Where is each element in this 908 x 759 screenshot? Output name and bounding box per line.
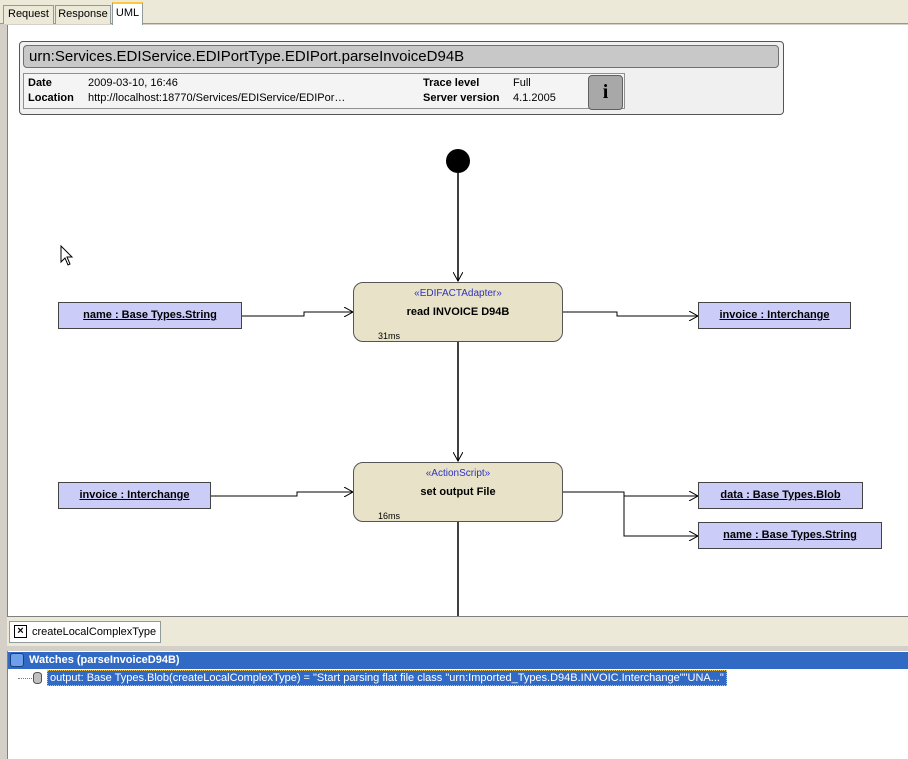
watches-header[interactable]: Watches (parseInvoiceD94B) [8, 652, 908, 669]
object-invoice-output[interactable]: invoice : Interchange [698, 302, 851, 329]
tree-connector [18, 678, 32, 679]
activity-name: set output File [420, 486, 496, 498]
object-name-string-output[interactable]: name : Base Types.String [698, 522, 882, 549]
activity-stereotype: «EDIFACTAdapter» [414, 288, 502, 299]
variable-icon [33, 672, 42, 684]
server-version-label: Server version [423, 92, 500, 104]
activity-set-output-file[interactable]: «ActionScript» set output File 16ms [353, 462, 563, 522]
diagram-edges [211, 173, 908, 616]
bottom-tab-bar: × createLocalComplexType [7, 616, 908, 646]
activity-duration: 16ms [378, 511, 401, 521]
tab-uml[interactable]: UML [112, 2, 143, 25]
date-label: Date [28, 77, 52, 89]
watches-title: Watches (parseInvoiceD94B) [29, 654, 180, 666]
trace-level-label: Trace level [423, 77, 480, 89]
service-title: urn:Services.EDIService.EDIPortType.EDIP… [23, 45, 779, 68]
object-name-string-input[interactable]: name : Base Types.String [58, 302, 242, 329]
trace-level-value: Full [513, 77, 531, 89]
tab-response[interactable]: Response [55, 5, 111, 24]
location-label: Location [28, 92, 74, 104]
watches-icon [10, 653, 24, 667]
info-icon[interactable]: i [588, 75, 623, 110]
object-data-blob-output[interactable]: data : Base Types.Blob [698, 482, 863, 509]
tab-request[interactable]: Request [3, 5, 54, 24]
object-invoice-input[interactable]: invoice : Interchange [58, 482, 211, 509]
activity-name: read INVOICE D94B [406, 306, 510, 318]
object-flow-out1 [563, 312, 698, 316]
mouse-cursor-icon [60, 245, 74, 266]
tab-bar: Request Response UML [0, 0, 908, 25]
server-version-value: 4.1.2005 [513, 92, 556, 104]
object-flow-in2 [211, 492, 353, 496]
watch-value[interactable]: output: Base Types.Blob(createLocalCompl… [47, 670, 727, 686]
object-flow-in1 [242, 312, 353, 316]
watch-row[interactable]: output: Base Types.Blob(createLocalCompl… [8, 670, 908, 686]
location-value: http://localhost:18770/Services/EDIServi… [88, 92, 346, 104]
tab-label: createLocalComplexType [32, 626, 157, 638]
object-flow-out2b [563, 491, 698, 536]
tab-create-local-complex-type[interactable]: × createLocalComplexType [9, 621, 161, 643]
close-icon[interactable]: × [14, 625, 27, 638]
date-value: 2009-03-10, 16:46 [88, 77, 178, 89]
trace-info: Date 2009-03-10, 16:46 Location http://l… [23, 73, 625, 109]
initial-node [446, 149, 470, 173]
activity-duration: 31ms [378, 331, 401, 341]
uml-canvas[interactable]: urn:Services.EDIService.EDIPortType.EDIP… [7, 25, 908, 616]
activity-read-invoice[interactable]: «EDIFACTAdapter» read INVOICE D94B 31ms [353, 282, 563, 342]
activity-stereotype: «ActionScript» [425, 468, 491, 479]
trace-header: urn:Services.EDIService.EDIPortType.EDIP… [19, 41, 784, 115]
object-flow-out2a [563, 492, 698, 496]
watches-panel: Watches (parseInvoiceD94B) output: Base … [7, 651, 908, 759]
